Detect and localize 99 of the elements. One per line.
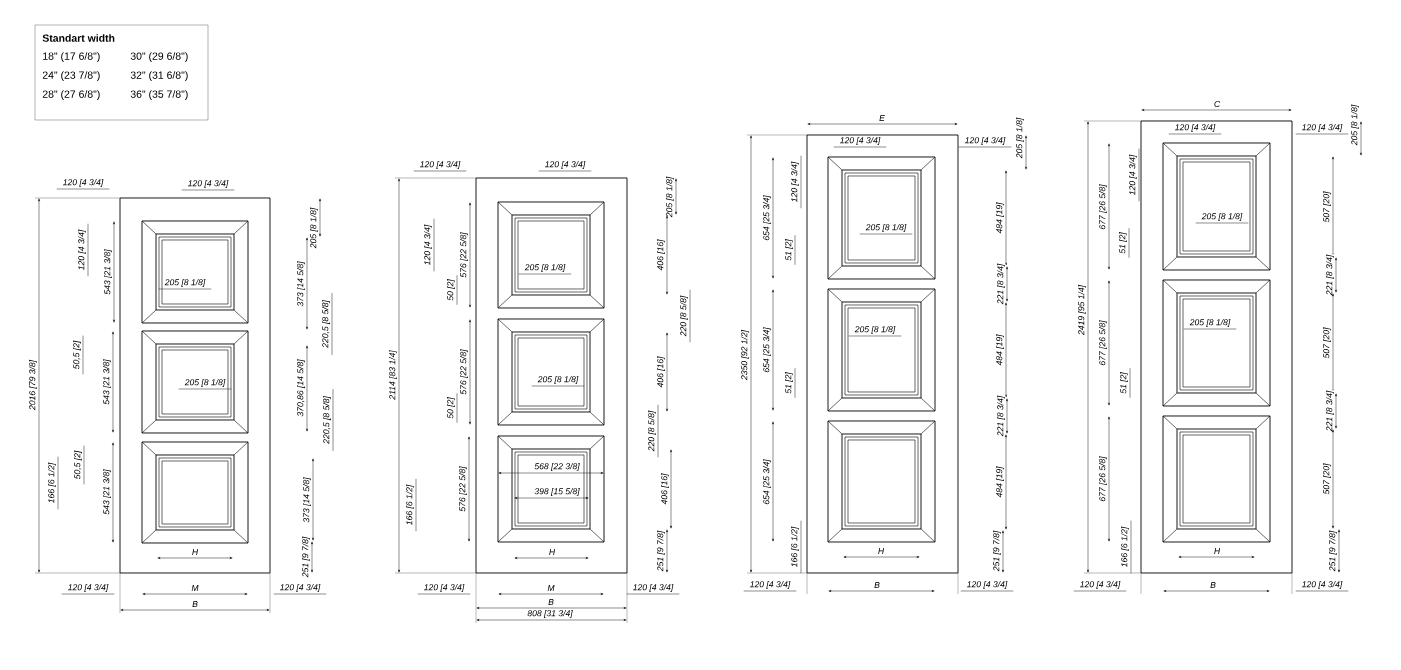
dimension-label: 677 [26 5/8]: [1098, 143, 1110, 270]
dimension-label: H: [1178, 547, 1255, 558]
dimension-label: 50,5 [2]: [72, 335, 84, 375]
dimension-label: M: [142, 584, 248, 595]
dimension-label: 120 [4 3/4]: [273, 583, 327, 595]
dimension-label: 120 [4 3/4]: [960, 580, 1014, 592]
dimension-label: 120 [4 3/4]: [626, 583, 680, 595]
dimension-label: 50,5 [2]: [73, 445, 85, 485]
dimension-label: 120 [4 3/4]: [1295, 580, 1349, 592]
dimension-label: 166 [6 1/2]: [47, 456, 59, 510]
dimension-label: 221 [8 3/4]: [1325, 254, 1337, 296]
table-cell: 30" (29 6/8"): [130, 52, 188, 62]
dimension-label: 50 [2]: [446, 274, 458, 305]
dimension-label: 677 [26 5/8]: [1098, 280, 1110, 406]
dimension-label: 205 [8 1/8]: [178, 378, 232, 390]
dimension-label: 654 [25 3/4]: [762, 289, 774, 411]
dimension-label: 205 [8 1/8]: [1350, 104, 1362, 156]
dimension-label: 205 [8 1/8]: [665, 176, 677, 218]
dimension-label: 51 [2]: [784, 367, 796, 398]
table-cell: 24" (23 7/8"): [42, 71, 100, 81]
dimension-label: E: [807, 114, 958, 125]
dimension-label: 205 [8 1/8]: [1195, 212, 1249, 224]
dimension-label: 370,86 [14 5/8]: [296, 345, 308, 432]
dimension-label: 221 [8 3/4]: [1325, 390, 1337, 432]
dimension-label: 220,5 [8 5/8]: [321, 292, 333, 356]
dimension-label: 120 [4 3/4]: [413, 160, 467, 172]
dimension-label: 221 [8 3/4]: [996, 263, 1008, 305]
dimension-label: 808 [31 3/4]: [476, 609, 627, 621]
dimension-label: 120 [4 3/4]: [1168, 123, 1222, 135]
dimension-label: M: [498, 584, 604, 595]
dimension-label: 120 [4 3/4]: [538, 160, 592, 172]
dimension-label: 120 [4 3/4]: [833, 136, 887, 148]
dimension-label: H: [157, 548, 233, 559]
table-heading: Standart width: [42, 34, 115, 42]
table-cell: 36" (35 7/8"): [130, 90, 188, 100]
table-cell: 18" (17 6/8"): [43, 52, 100, 62]
dimension-label: 220 [8 5/8]: [679, 289, 691, 343]
dimension-label: 205 [8 1/8]: [309, 198, 321, 249]
dimension-label: 120 [4 3/4]: [417, 583, 471, 595]
dimension-label: 120 [4 3/4]: [56, 178, 110, 190]
dimension-label: H: [843, 547, 920, 558]
dimension-label: 220 [8 5/8]: [647, 404, 659, 458]
dimension-label: 205 [8 1/8]: [158, 278, 212, 290]
dimension-label: 543 [21 3/8]: [103, 221, 115, 323]
dimension-label: 221 [8 3/4]: [996, 395, 1008, 437]
dimension-label: 51 [2]: [1118, 227, 1130, 258]
dimension-label: 406 [16]: [656, 332, 668, 412]
dimension-label: B: [828, 581, 935, 592]
dimension-label: 205 [8 1/8]: [1183, 318, 1237, 330]
dimension-label: 398 [15 5/8]: [514, 487, 589, 499]
dimension-label: 205 [8 1/8]: [531, 375, 585, 387]
dimension-label: 251 [9 7/8]: [992, 530, 1004, 573]
dimension-label: 120 [4 3/4]: [77, 223, 89, 277]
dimension-label: B: [120, 600, 270, 611]
dimension-label: C: [1141, 100, 1292, 111]
dimension-label: 576 [22 5/8]: [459, 202, 471, 308]
dimension-label: 51 [2]: [784, 234, 796, 265]
dimension-label: 120 [4 3/4]: [1073, 580, 1127, 592]
dimension-label: 205 [8 1/8]: [518, 263, 572, 275]
dimension-label: 2419 [95 1/4]: [1077, 121, 1089, 573]
dimension-label: 576 [22 5/8]: [459, 319, 471, 425]
dimension-label: 576 [22 5/8]: [458, 436, 470, 542]
dimension-label: B: [476, 598, 627, 609]
table-cell: 28" (27 6/8"): [42, 90, 100, 100]
dimension-label: 220,5 [8 5/8]: [322, 388, 334, 452]
dimension-label: 568 [22 3/8]: [498, 462, 604, 474]
dimension-label: 120 [4 3/4]: [790, 155, 802, 209]
dimension-label: 2016 [79 3/8]: [28, 198, 40, 573]
dimension-label: 120 [4 3/4]: [181, 179, 235, 191]
dimension-label: 677 [26 5/8]: [1098, 416, 1110, 542]
dimension-label: 251 [9 7/8]: [1328, 529, 1340, 573]
dimension-label: B: [1163, 581, 1270, 592]
dimension-label: 406 [16]: [660, 449, 672, 529]
dimension-label: 120 [4 3/4]: [423, 218, 435, 272]
dimension-label: 120 [4 3/4]: [1128, 148, 1140, 202]
dimension-label: 51 [2]: [1119, 367, 1131, 398]
dimension-label: 543 [21 3/8]: [102, 331, 114, 433]
dimension-label: 166 [6 1/2]: [1120, 520, 1132, 574]
dimension-label: 120 [4 3/4]: [958, 136, 1012, 148]
dimension-label: 251 [9 7/8]: [301, 536, 313, 578]
dimension-label: 2350 [92 1/2]: [740, 135, 752, 573]
dimension-label: 50 [2]: [446, 392, 458, 423]
dimension-label: 120 [4 3/4]: [1295, 123, 1349, 135]
dimension-label: 543 [21 3/8]: [102, 442, 114, 543]
dimension-label: 166 [6 1/2]: [405, 478, 417, 532]
dimension-label: 205 [8 1/8]: [1015, 117, 1027, 170]
dimension-label: 654 [25 3/4]: [762, 157, 774, 279]
dimension-label: 406 [16]: [656, 215, 668, 295]
dimension-label: 166 [6 1/2]: [790, 520, 802, 574]
dimension-label: 251 [9 7/8]: [656, 529, 668, 573]
dimension-label: 205 [8 1/8]: [848, 325, 902, 337]
dimension-label: 120 [4 3/4]: [61, 583, 115, 595]
dimension-label: H: [514, 548, 589, 559]
table-cell: 32" (31 6/8"): [130, 71, 188, 81]
dimension-label: 654 [25 3/4]: [762, 421, 774, 542]
dimension-label: 120 [4 3/4]: [743, 580, 797, 592]
dimension-label: 373 [14 5/8]: [296, 237, 308, 330]
dimension-label: 205 [8 1/8]: [859, 223, 913, 235]
dimension-label: 2114 [83 1/4]: [388, 178, 400, 573]
